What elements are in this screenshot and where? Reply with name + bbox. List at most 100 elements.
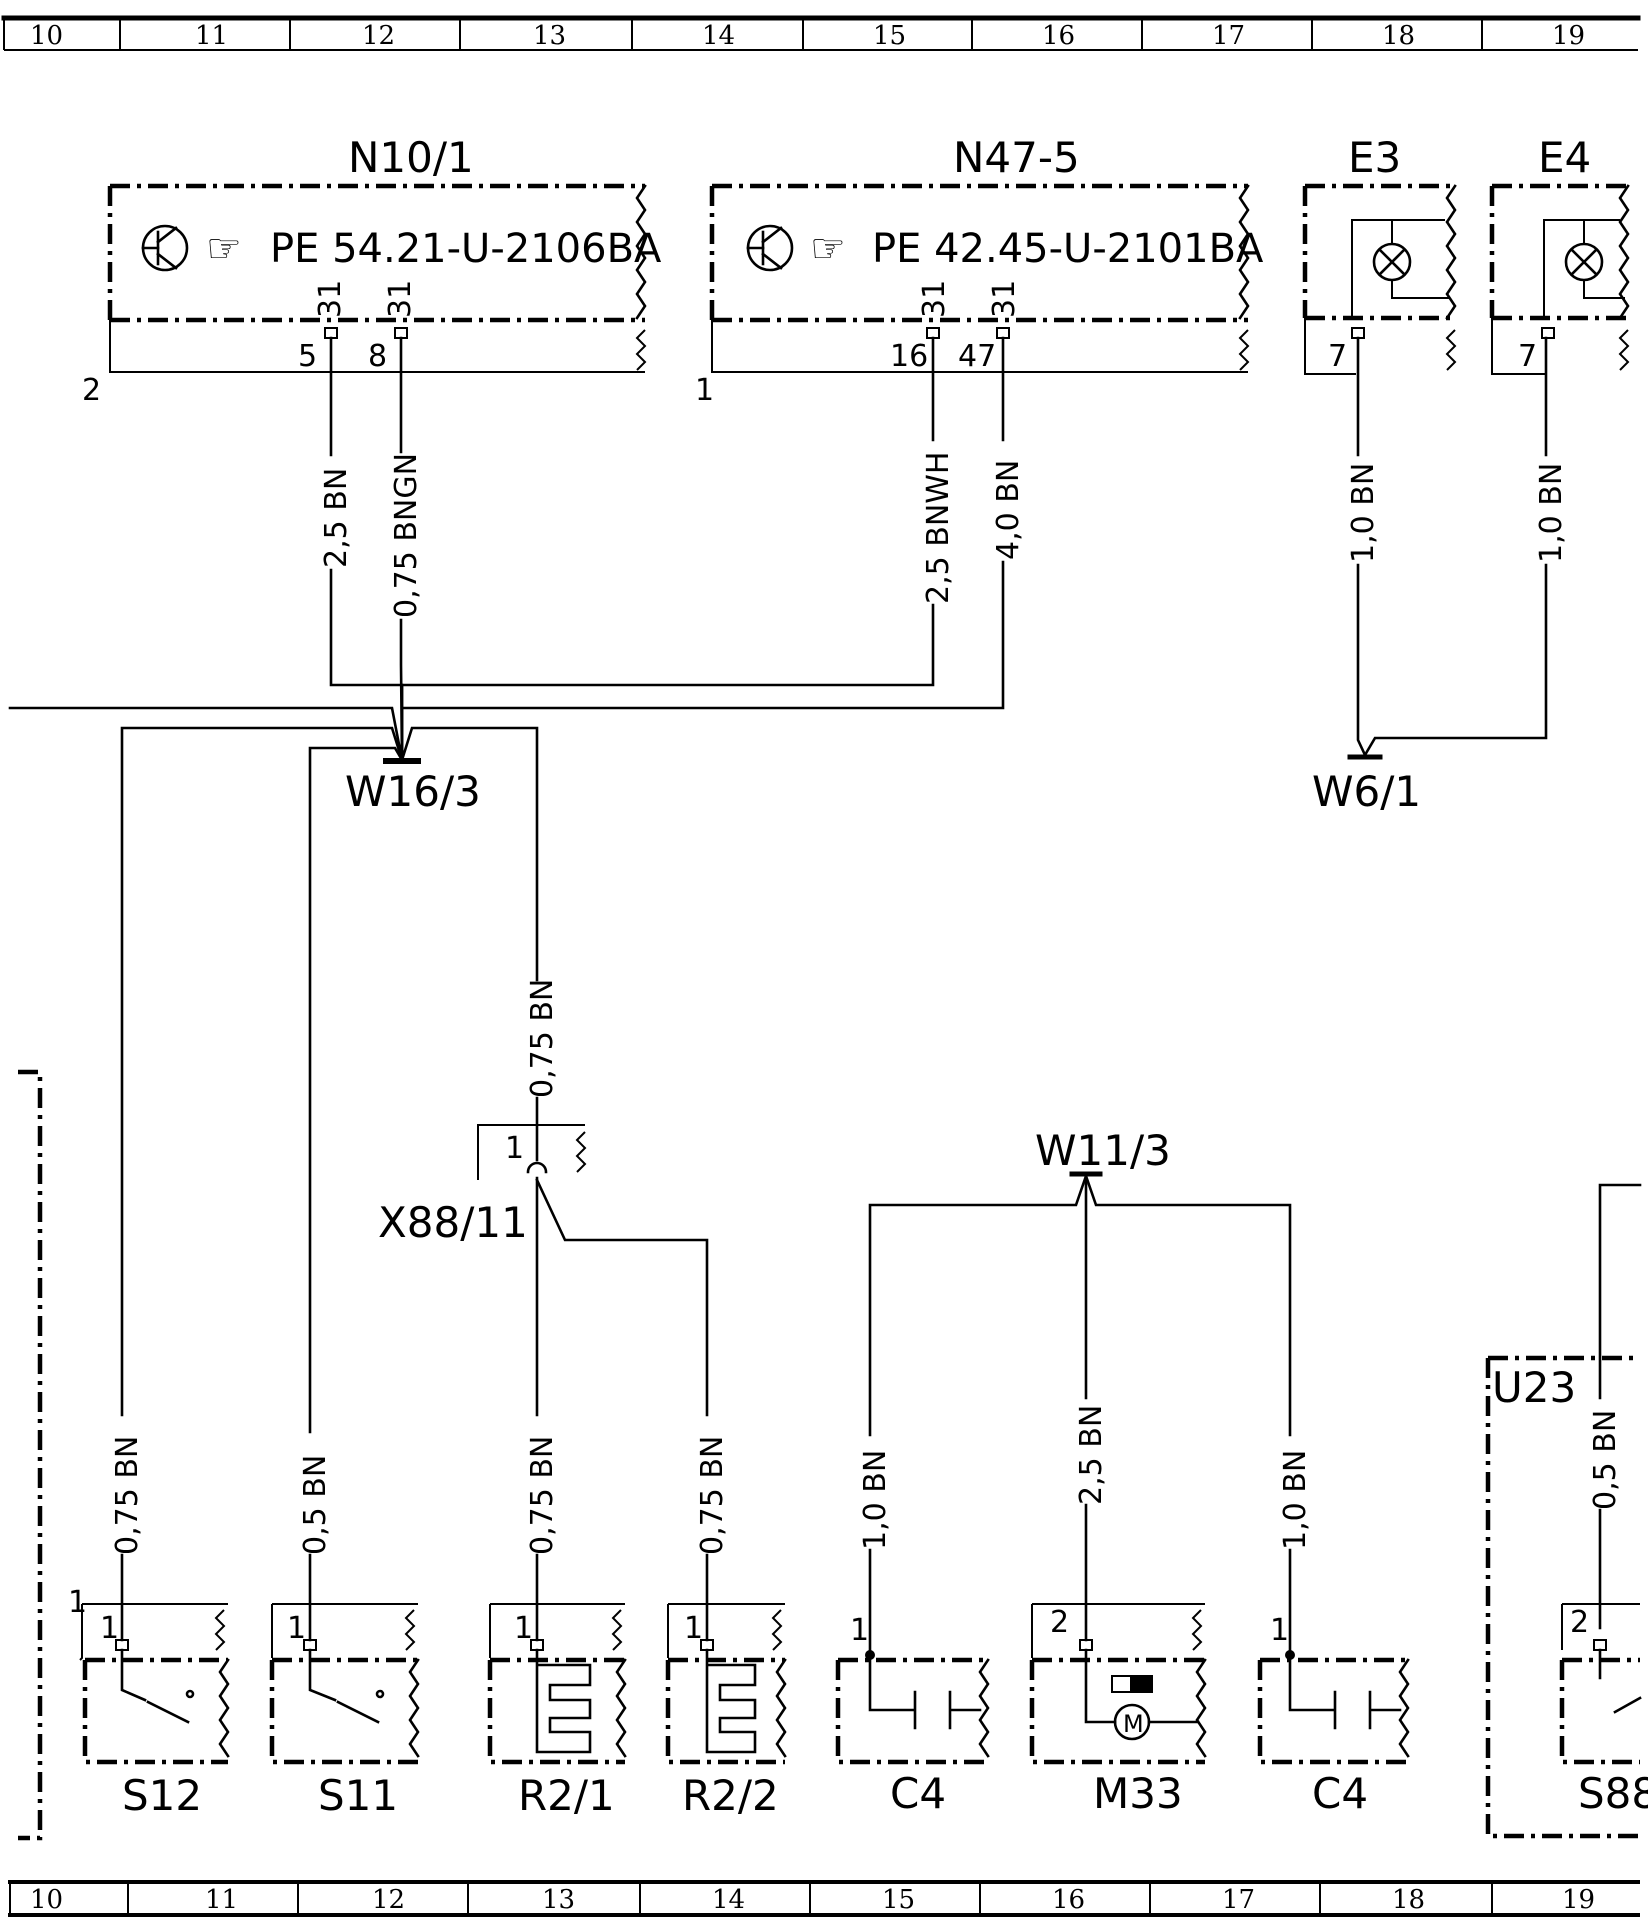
grid-top-11: 11 [195, 21, 228, 51]
wire-label-c4-a: 1,0 BN [858, 1450, 893, 1550]
component-c4-b[interactable]: 1,0 BN 1 C4 [1257, 1450, 1410, 1818]
grid-bottom-16: 16 [1052, 1885, 1085, 1915]
s12-pin: 1 [100, 1611, 119, 1646]
r2-1-label: R2/1 [518, 1771, 615, 1820]
s12-label: S12 [122, 1771, 202, 1820]
n10-1-pin-5: 5 [298, 339, 317, 374]
wire-label-r2-2: 0,75 BN [695, 1436, 730, 1555]
transistor-icon [141, 224, 189, 272]
component-r2-2[interactable]: 0,75 BN 1 R2/2 [665, 1436, 787, 1820]
bottom-grid-bar: 10 11 12 13 14 15 16 17 18 19 [8, 1880, 1640, 1917]
grid-top-13: 13 [533, 21, 566, 51]
s12-outer-pin: 1 [68, 1585, 87, 1620]
n47-5-ground-31-a: 31 [917, 280, 952, 318]
component-r2-1[interactable]: 0,75 BN 1 R2/1 [487, 1436, 627, 1820]
grid-bottom-11: 11 [205, 1885, 238, 1915]
wire-label-s12: 0,75 BN [110, 1436, 145, 1555]
lamp-ground-wiring: W6/1 [1312, 336, 1548, 816]
pointing-hand-icon: ☞ [206, 226, 242, 272]
x88-pin-1: 1 [505, 1131, 524, 1166]
grid-top-10: 10 [30, 21, 63, 51]
n10-1-ground-31-b: 31 [383, 280, 418, 318]
n47-5-ground-31-b: 31 [987, 280, 1022, 318]
grid-top-16: 16 [1042, 21, 1075, 51]
lamp-e3[interactable]: E3 7 [1302, 133, 1457, 375]
grid-top-15: 15 [873, 21, 906, 51]
module-n10-1-pe-ref: PE 54.21-U-2106BA [270, 226, 662, 272]
m33-pin: 2 [1050, 1605, 1069, 1640]
module-n47-5-side-pin: 1 [695, 373, 714, 408]
grid-bottom-10: 10 [30, 1885, 63, 1915]
module-n10-1-side-pin: 2 [82, 373, 101, 408]
n47-5-pin-16: 16 [890, 339, 928, 374]
wire-label-n47-47: 4,0 BN [991, 460, 1026, 560]
component-c4-a[interactable]: 1,0 BN 1 C4 [835, 1450, 990, 1818]
s11-pin: 1 [287, 1611, 306, 1646]
left-frame-bracket [18, 1069, 43, 1841]
wire-label-m33: 2,5 BN [1074, 1405, 1109, 1505]
c4-a-label: C4 [890, 1769, 946, 1818]
w11-3-branch: W11/3 [868, 1126, 1292, 1437]
wire-label-e4: 1,0 BN [1534, 463, 1569, 563]
lamp-e4-label: E4 [1538, 133, 1591, 182]
n10-1-ground-31-a: 31 [313, 280, 348, 318]
upper-wiring: W16/3 [8, 336, 1005, 1434]
motor-m-symbol: M [1123, 1710, 1144, 1738]
module-n47-5[interactable]: N47-5 1 ☞ PE 42.45-U-2101BA 31 31 16 47 [695, 133, 1264, 408]
grid-bottom-13: 13 [542, 1885, 575, 1915]
ground-point-w16-3: W16/3 [345, 767, 481, 816]
unit-u23-label: U23 [1492, 1363, 1576, 1412]
s11-label: S11 [318, 1771, 398, 1820]
c4-b-pin: 1 [1270, 1613, 1289, 1648]
grid-bottom-12: 12 [372, 1885, 405, 1915]
ground-point-w11-3: W11/3 [1035, 1126, 1171, 1175]
m33-label: M33 [1093, 1769, 1183, 1818]
c4-b-label: C4 [1312, 1769, 1368, 1818]
connector-x88-label: X88/11 [378, 1198, 528, 1247]
n10-1-pin-8: 8 [368, 339, 387, 374]
lamp-e3-pin: 7 [1328, 339, 1347, 374]
r2-2-label: R2/2 [682, 1771, 779, 1820]
module-n47-5-label: N47-5 [953, 133, 1080, 182]
r2-2-pin: 1 [684, 1611, 703, 1646]
grid-top-19: 19 [1552, 21, 1585, 51]
component-m33[interactable]: 2,5 BN 2 M M33 [1029, 1405, 1207, 1818]
lamp-e3-label: E3 [1348, 133, 1401, 182]
n47-5-pin-47: 47 [958, 339, 996, 374]
unit-u23[interactable]: U23 0,5 BN [1485, 1183, 1642, 1839]
s88-label: S88 [1578, 1769, 1648, 1818]
lamp-e4[interactable]: E4 7 [1489, 133, 1630, 375]
s88-pin: 2 [1570, 1605, 1589, 1640]
wire-label-s88: 0,5 BN [1588, 1410, 1623, 1510]
ground-point-w6-1: W6/1 [1312, 767, 1421, 816]
wire-label-x88: 0,75 BN [525, 979, 560, 1098]
top-grid-bar: 10 11 12 13 14 15 16 17 18 19 [1, 15, 1641, 51]
module-n10-1[interactable]: N10/1 2 ☞ PE 54.21-U-2106BA 31 31 5 8 [82, 133, 662, 408]
grid-top-18: 18 [1382, 21, 1415, 51]
r2-1-pin: 1 [514, 1611, 533, 1646]
grid-bottom-17: 17 [1222, 1885, 1255, 1915]
wire-label-n10-8: 0,75 BNGN [389, 453, 424, 618]
grid-bottom-19: 19 [1562, 1885, 1595, 1915]
component-s12[interactable]: 0,75 BN 1 1 S12 [68, 1436, 230, 1820]
wire-label-r2-1: 0,75 BN [525, 1436, 560, 1555]
wire-label-c4-b: 1,0 BN [1278, 1450, 1313, 1550]
component-s88[interactable]: 2 S88 [1559, 1603, 1648, 1818]
grid-top-17: 17 [1212, 21, 1245, 51]
grid-top-12: 12 [362, 21, 395, 51]
module-n47-5-pe-ref: PE 42.45-U-2101BA [872, 226, 1264, 272]
wire-label-e3: 1,0 BN [1346, 463, 1381, 563]
component-s11[interactable]: 0,5 BN 1 S11 [269, 1455, 420, 1820]
c4-a-pin: 1 [850, 1613, 869, 1648]
transistor-icon [746, 224, 794, 272]
wire-label-n10-5: 2,5 BN [319, 468, 354, 568]
grid-bottom-14: 14 [712, 1885, 745, 1915]
wire-label-n47-16: 2,5 BNWH [921, 452, 956, 605]
grid-top-14: 14 [702, 21, 735, 51]
wire-label-s11: 0,5 BN [298, 1455, 333, 1555]
lamp-e4-pin: 7 [1518, 339, 1537, 374]
grid-bottom-15: 15 [882, 1885, 915, 1915]
connector-x88-11[interactable]: 0,75 BN 1 X88/11 [378, 979, 709, 1417]
module-n10-1-label: N10/1 [348, 133, 474, 182]
